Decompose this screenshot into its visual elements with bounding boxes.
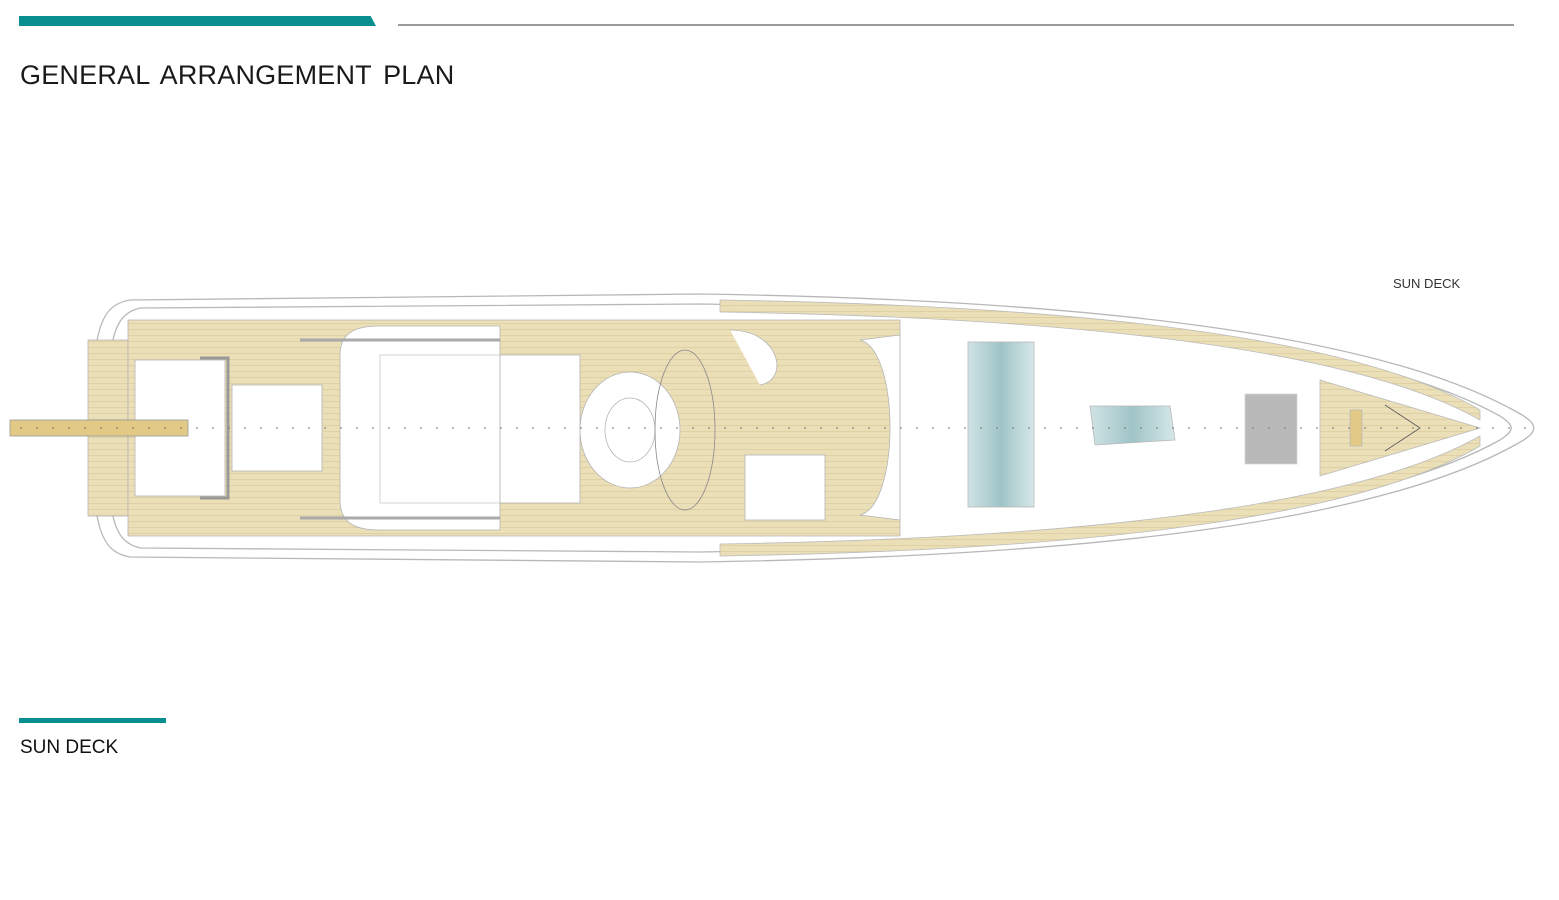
skylight [967, 341, 1035, 508]
deck-caption: SUN DECK [20, 737, 119, 758]
passerelle [9, 419, 189, 437]
caption-accent-bar [19, 718, 166, 723]
side-teak-decks [719, 299, 1482, 557]
header-divider [398, 24, 1514, 26]
hatch [1089, 405, 1176, 446]
page-title: GENERAL ARRANGEMENT PLAN [20, 60, 455, 90]
foredeck [967, 341, 1421, 508]
sunpad [1244, 393, 1298, 465]
plan-deck-label: SUN DECK [1393, 276, 1461, 291]
aft-deck [87, 319, 901, 537]
header-accent-bar [19, 16, 376, 26]
